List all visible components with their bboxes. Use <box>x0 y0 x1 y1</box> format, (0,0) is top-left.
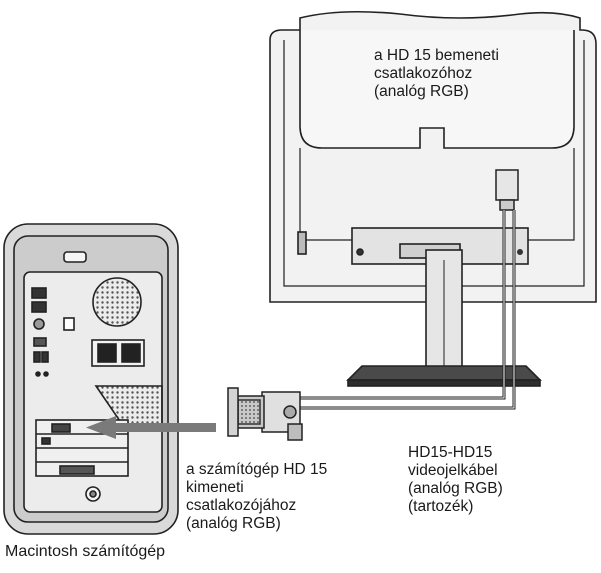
monitor-input-label: a HD 15 bemeneti csatlakozóhoz (analóg R… <box>374 47 499 101</box>
cable-line-1: HD15-HD15 <box>408 444 493 461</box>
cable-line-4: (tartozék) <box>408 498 474 515</box>
monitor-inner-panel <box>299 30 575 149</box>
computer-name-label: Macintosh számítógép <box>5 543 166 560</box>
monitor-input-line-2: csatlakozóhoz <box>374 65 473 82</box>
computer-output-label: a számítógép HD 15 kimeneti csatlakozójá… <box>186 461 327 533</box>
macintosh-computer <box>3 223 179 535</box>
computer-output-line-2: kimeneti <box>186 479 244 496</box>
computer-output-line-1: a számítógép HD 15 <box>186 461 328 478</box>
cable-label: HD15-HD15 videojelkábel (analóg RGB) (ta… <box>408 444 503 516</box>
video-cable <box>298 169 519 410</box>
computer-output-line-3: csatlakozójához <box>186 497 297 514</box>
cable-line-2: videojelkábel <box>408 462 498 479</box>
monitor-input-line-1: a HD 15 bemeneti <box>374 47 499 64</box>
computer-output-line-4: (analóg RGB) <box>186 515 281 532</box>
monitor-input-line-3: (analóg RGB) <box>374 83 469 100</box>
fan-grille <box>92 277 142 327</box>
cable-plug <box>227 387 303 441</box>
cable-line-3: (analóg RGB) <box>408 480 503 497</box>
monitor-stand <box>346 249 542 387</box>
monitor-rear <box>269 10 597 303</box>
connection-arrow <box>86 416 216 439</box>
